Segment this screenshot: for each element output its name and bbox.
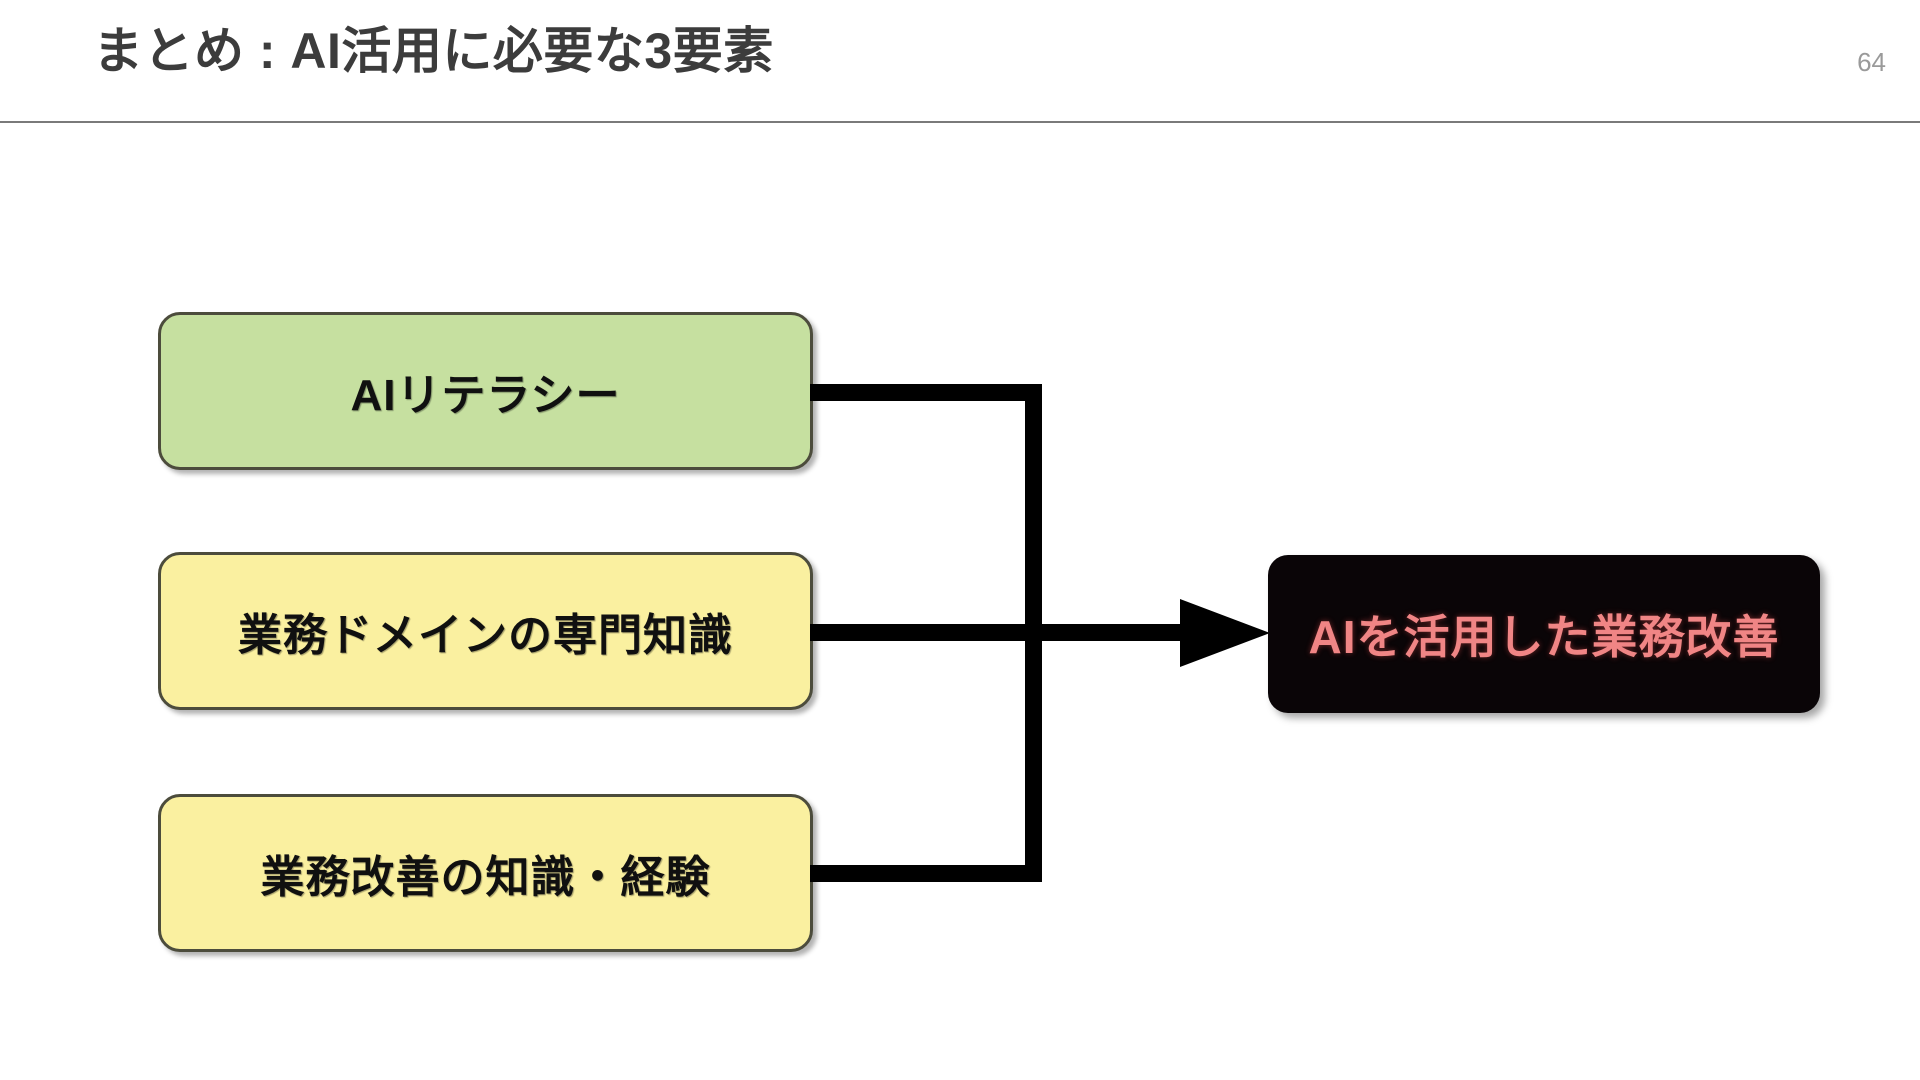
connector-line-middle <box>810 624 1180 641</box>
flow-box-result[interactable]: AIを活用した業務改善 <box>1268 555 1820 713</box>
flow-box-label: 業務改善の知識・経験 <box>260 853 711 902</box>
flow-box-label: 業務ドメインの専門知識 <box>238 611 733 660</box>
arrow-head-icon <box>1180 599 1270 667</box>
flow-box-improvement-experience[interactable]: 業務改善の知識・経験 <box>158 794 813 952</box>
flow-box-ai-literacy[interactable]: AIリテラシー <box>158 312 813 470</box>
connector-vertical-bus <box>1025 384 1042 882</box>
connector-line-top <box>810 384 1042 401</box>
page-number: 64 <box>1857 47 1886 77</box>
header-divider <box>0 121 1920 123</box>
connector-line-bottom <box>810 865 1042 882</box>
flow-box-label: AIを活用した業務改善 <box>1308 611 1780 663</box>
page-title: まとめ : AI活用に必要な3要素 <box>93 23 774 79</box>
flow-diagram: AIリテラシー 業務ドメインの専門知識 業務改善の知識・経験 AIを活用した業務… <box>0 122 1920 1080</box>
slide-header: まとめ : AI活用に必要な3要素 64 <box>0 0 1920 123</box>
flow-box-label: AIリテラシー <box>350 371 621 420</box>
flow-box-domain-knowledge[interactable]: 業務ドメインの専門知識 <box>158 552 813 710</box>
